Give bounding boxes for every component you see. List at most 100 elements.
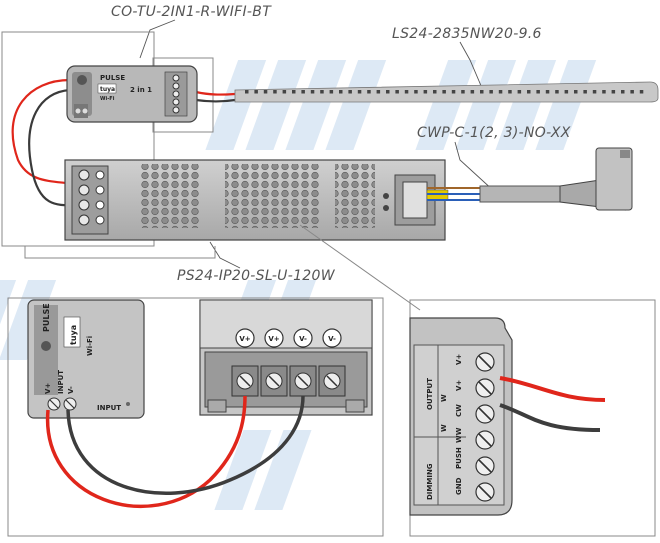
led-chip xyxy=(367,90,371,94)
led-chip xyxy=(292,90,296,94)
controller-input-label-2: INPUT xyxy=(97,404,121,412)
screw-slot xyxy=(478,381,492,395)
led-chip xyxy=(433,90,437,94)
dimming-group-label: DIMMING xyxy=(426,463,434,500)
led-chip xyxy=(301,90,305,94)
controller-brand-top: PULSE xyxy=(100,74,125,82)
controller-row-label: CW xyxy=(455,404,463,417)
psu-detail: V+ V+ V- V- xyxy=(199,299,373,416)
detail-wires xyxy=(46,395,305,508)
psu-terminal-marker xyxy=(293,328,313,348)
controller-row-labels: V+ V+ CW WW PUSH GND xyxy=(455,354,463,495)
led-chip xyxy=(273,90,277,94)
led-chip xyxy=(480,90,484,94)
screw-slot xyxy=(478,407,492,421)
led-chip xyxy=(639,90,644,94)
power-supply-overview xyxy=(64,159,446,241)
led-chip xyxy=(357,90,362,94)
cable-callout: CWP-C-1(2, 3)-NO-XX xyxy=(417,125,571,141)
psu-terminal-marker xyxy=(322,328,342,348)
led-chip xyxy=(621,90,625,94)
controller-wifi-top: Wi-Fi xyxy=(100,96,115,102)
controller-logo-detail: tuya xyxy=(69,325,78,345)
led-strip xyxy=(234,81,659,103)
function-label-w1: W xyxy=(440,394,448,402)
psu-terminal-label: V+ xyxy=(239,335,250,343)
controller-row-label: PUSH xyxy=(455,447,463,469)
screw-slot xyxy=(478,433,492,447)
led-chip xyxy=(386,90,390,94)
led-chip xyxy=(592,90,597,94)
psu-terminal-screws xyxy=(231,365,346,397)
pulse-logo-icon xyxy=(77,75,87,85)
detail-frame-left xyxy=(7,297,384,537)
led-chip xyxy=(245,90,249,94)
controller-model-top: 2 in 1 xyxy=(130,86,152,94)
pulse-logo-icon-detail xyxy=(41,341,51,351)
controller-row-label: V+ xyxy=(455,354,463,365)
psu-callout: PS24-IP20-SL-U-120W xyxy=(177,268,336,284)
led-chip xyxy=(508,90,512,94)
led-chip xyxy=(545,90,550,94)
led-chip xyxy=(470,90,475,94)
led-chip xyxy=(489,90,493,94)
led-chip xyxy=(527,90,531,94)
psu-terminal-labels: V+ V+ V- V- xyxy=(235,328,342,348)
led-chip xyxy=(451,90,456,94)
led-chip xyxy=(630,90,634,94)
led-chip xyxy=(254,90,258,94)
led-chip xyxy=(376,90,381,94)
mains-cable xyxy=(426,147,633,211)
function-label-w2: W xyxy=(440,424,448,432)
controller-vminus-label: V- xyxy=(67,386,75,394)
screw-slot xyxy=(478,485,492,499)
controller-overview: PULSE tuya Wi-Fi 2 in 1 xyxy=(66,65,198,123)
psu-terminal-marker xyxy=(235,328,255,348)
controller-vplus-label: V+ xyxy=(44,383,52,394)
psu-screws-top xyxy=(78,169,105,226)
psu-terminal-label: V- xyxy=(328,335,336,343)
strip-leds xyxy=(245,90,644,94)
led-chip xyxy=(395,90,399,94)
controller-zoom-frame xyxy=(1,31,155,247)
led-chip xyxy=(320,90,324,94)
led-chip xyxy=(574,90,578,94)
strip-callout: LS24-2835NW20-9.6 xyxy=(392,26,542,42)
led-chip xyxy=(536,90,540,94)
leader-lines xyxy=(139,19,496,269)
controller-logo-top: tuya xyxy=(100,86,115,93)
screw-slot xyxy=(478,459,492,473)
controller-brand-detail: PULSE xyxy=(42,303,51,332)
controller-terminal-screws xyxy=(475,352,495,502)
led-chip xyxy=(564,90,569,94)
psu-terminal-label: V+ xyxy=(268,335,279,343)
led-chip xyxy=(339,90,343,94)
led-chip xyxy=(282,90,287,94)
led-chip xyxy=(404,90,409,94)
led-chip xyxy=(611,90,616,94)
output-group-label: OUTPUT xyxy=(426,378,434,410)
led-chip xyxy=(329,90,334,94)
controller-terminal-zoom: OUTPUT DIMMING W W V+ V+ CW WW PUSH GND xyxy=(409,317,513,516)
controller-input-label: INPUT xyxy=(57,370,65,394)
led-chip xyxy=(461,90,465,94)
controller-detail: PULSE tuya Wi-Fi INPUT V+ V- INPUT xyxy=(27,299,145,419)
zoom-wires xyxy=(499,376,606,432)
led-chip xyxy=(602,90,606,94)
plug-icon xyxy=(595,147,633,211)
led-chip xyxy=(310,90,315,94)
psu-terminal-marker xyxy=(264,328,284,348)
led-chip xyxy=(263,90,268,94)
controller-row-label: V+ xyxy=(455,380,463,391)
led-chip xyxy=(583,90,587,94)
led-chip xyxy=(348,90,352,94)
psu-terminal-label: V- xyxy=(299,335,307,343)
led-chip xyxy=(414,90,418,94)
screw-slot xyxy=(478,355,492,369)
controller-row-label: WW xyxy=(455,427,463,443)
overview-wires xyxy=(11,78,236,207)
controller-callout: CO-TU-2IN1-R-WIFI-BT xyxy=(111,4,272,20)
led-chip xyxy=(517,90,522,94)
controller-row-label: GND xyxy=(455,477,463,495)
